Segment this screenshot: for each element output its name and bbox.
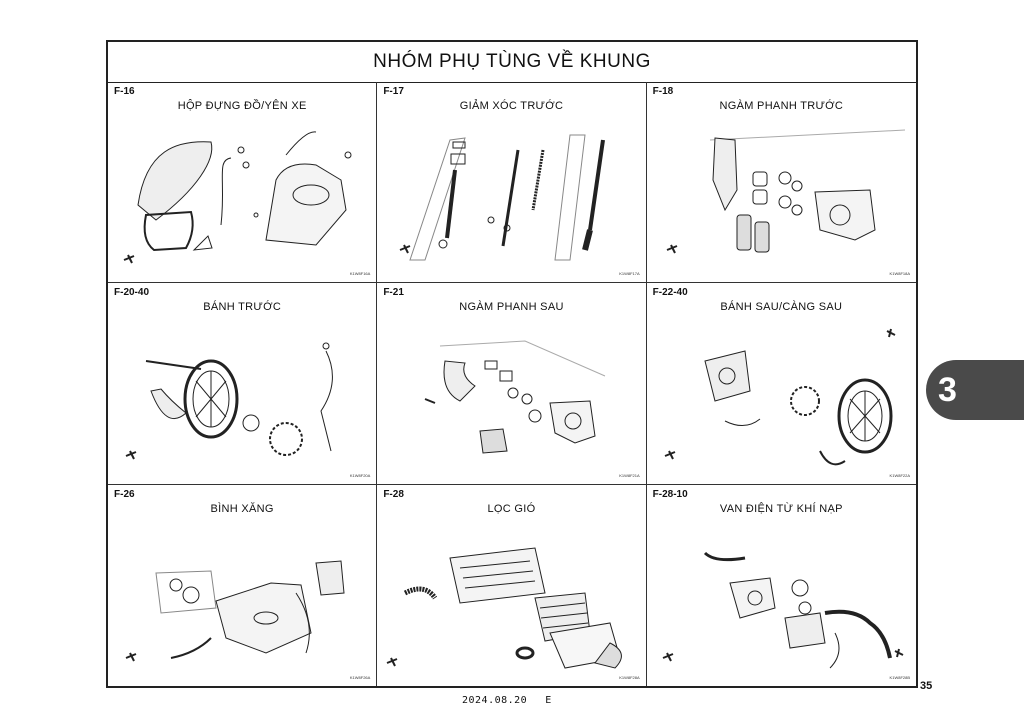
panel-code: F-21: [383, 287, 404, 299]
panel-name: VAN ĐIỆN TỪ KHÍ NẠP: [719, 502, 843, 515]
air-cleaner-diagram: [386, 547, 623, 669]
panel-code: F-16: [114, 86, 135, 97]
panel-name: LỌC GIÓ: [487, 502, 536, 515]
panel-name: NGÀM PHANH TRƯỚC: [719, 100, 844, 112]
panel-code: F-18: [652, 86, 674, 97]
figure-id: K1W8F20A: [349, 472, 371, 478]
figure-id: K1W8F17A: [619, 271, 640, 277]
section-tab[interactable]: 3: [926, 360, 1024, 420]
figure-id: K1W8F28A: [619, 674, 640, 680]
panel-code: F-17: [383, 86, 404, 97]
panel-code: F-22-40: [652, 287, 688, 299]
rear-wheel-swingarm-diagram: [664, 329, 896, 466]
panel-f16[interactable]: F-16 HỘP ĐỰNG ĐỒ/YÊN XE K1W8F16A: [108, 82, 378, 284]
fuel-tank-diagram: [125, 560, 345, 662]
panel-f28-10[interactable]: F-28-10 VAN ĐIỆN TỪ KHÍ NẠP K1W8F28B: [647, 485, 916, 686]
panel-code: F-20-40: [114, 287, 150, 299]
footer: 2024.08.20 E: [462, 695, 552, 706]
panel-f22-40[interactable]: F-22-40 BÁNH SAU/CÀNG SAU K1W8F22A: [646, 283, 916, 485]
figure-id: K1W8F21A: [619, 472, 640, 478]
panel-code: F-28: [383, 488, 404, 500]
panel-f26[interactable]: F-26 BÌNH XĂNG K1W8F26A: [108, 484, 378, 686]
front-brake-caliper-diagram: [666, 129, 905, 254]
figure-id: K1W8F18A: [889, 271, 910, 277]
panel-code: F-26: [114, 488, 135, 500]
panel-name: HỘP ĐỰNG ĐỒ/YÊN XE: [177, 100, 307, 112]
page-number: 35: [920, 680, 933, 692]
panel-f28[interactable]: F-28 LỌC GIÓ K1W8F28A: [377, 484, 647, 686]
panel-f17[interactable]: F-17 GIẢM XÓC TRƯỚC K1W8F17A: [377, 82, 647, 284]
footer-date: 2024.08.20: [462, 695, 528, 706]
figure-id: K1W8F22A: [889, 472, 910, 478]
panel-f20-40[interactable]: F-20-40 BÁNH TRƯỚC K1W8F20A: [108, 283, 378, 485]
catalog-frame: NHÓM PHỤ TÙNG VỀ KHUNG F-16 HỘP ĐỰNG ĐỒ/…: [106, 40, 918, 688]
figure-id: K1W8F28B: [889, 674, 910, 680]
panel-code: F-28-10: [652, 488, 688, 500]
panel-f21[interactable]: F-21 NGÀM PHANH SAU K1W8F21A: [377, 283, 647, 485]
panel-f18[interactable]: F-18 NGÀM PHANH TRƯỚC K1W8F18A: [646, 82, 916, 284]
figure-id: K1W8F16A: [349, 271, 371, 277]
panel-name: BÁNH TRƯỚC: [203, 301, 282, 314]
front-wheel-diagram: [125, 342, 333, 460]
rear-brake-caliper-diagram: [424, 340, 606, 454]
figure-id: K1W8F26A: [349, 674, 371, 680]
footer-edition: E: [545, 695, 552, 706]
panel-name: NGÀM PHANH SAU: [459, 301, 564, 314]
panel-name: GIẢM XÓC TRƯỚC: [459, 100, 564, 112]
panel-name: BÁNH SAU/CÀNG SAU: [720, 301, 843, 314]
intake-solenoid-valve-diagram: [662, 551, 904, 669]
front-fork-diagram: [399, 134, 606, 261]
panel-grid: F-16 HỘP ĐỰNG ĐỒ/YÊN XE K1W8F16A F-17 GI…: [108, 82, 916, 686]
page-title: NHÓM PHỤ TÙNG VỀ KHUNG: [108, 42, 916, 83]
panel-name: BÌNH XĂNG: [210, 502, 274, 515]
seat-storage-diagram: [123, 131, 352, 264]
